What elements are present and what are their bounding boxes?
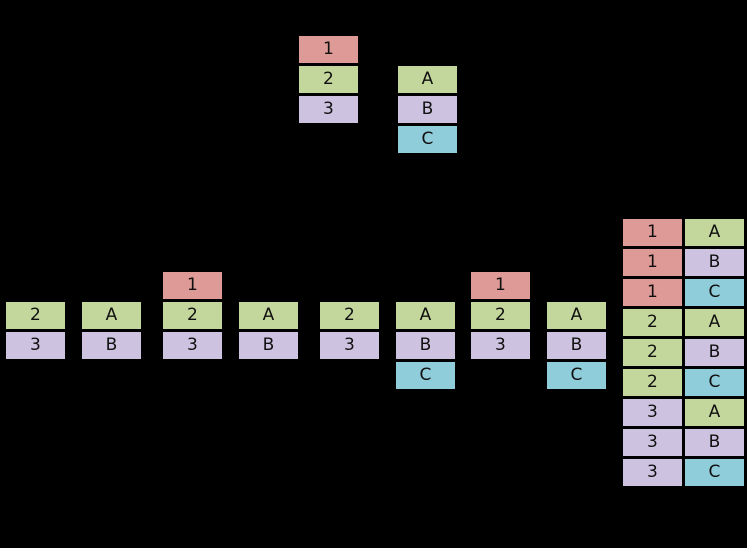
product-row-1-right-cell: A: [685, 219, 744, 246]
source-numbers-cell-3: 3: [299, 96, 358, 123]
variant-3-right-cell-B: B: [396, 332, 455, 359]
variant-1-right-cell-A: A: [82, 302, 141, 329]
variant-3-right-cell-A: A: [396, 302, 455, 329]
variant-2-right-cell-A: A: [239, 302, 298, 329]
product-row-5-left-cell: 2: [623, 339, 682, 366]
product-row-9-right-cell: C: [685, 459, 744, 486]
variant-1-left-cell-2: 2: [6, 302, 65, 329]
product-row-1-left-cell: 1: [623, 219, 682, 246]
variant-2-left-cell-3: 3: [163, 332, 222, 359]
variant-1-left-cell-3: 3: [6, 332, 65, 359]
variant-2-right-cell-B: B: [239, 332, 298, 359]
variant-2-left-cell-2: 2: [163, 302, 222, 329]
variant-4-left-cell-1: 1: [471, 272, 530, 299]
product-row-8-left-cell: 3: [623, 429, 682, 456]
product-row-6-left-cell: 2: [623, 369, 682, 396]
product-row-4-right-cell: A: [685, 309, 744, 336]
variant-3-right-cell-C: C: [396, 362, 455, 389]
variant-1-right-cell-B: B: [82, 332, 141, 359]
product-row-5-right-cell: B: [685, 339, 744, 366]
product-row-6-right-cell: C: [685, 369, 744, 396]
product-row-3-right-cell: C: [685, 279, 744, 306]
variant-4-left-cell-2: 2: [471, 302, 530, 329]
product-row-7-left-cell: 3: [623, 399, 682, 426]
source-numbers-cell-2: 2: [299, 66, 358, 93]
variant-4-right-cell-A: A: [547, 302, 606, 329]
variant-4-left-cell-3: 3: [471, 332, 530, 359]
variant-3-left-cell-3: 3: [320, 332, 379, 359]
product-row-2-left-cell: 1: [623, 249, 682, 276]
product-row-2-right-cell: B: [685, 249, 744, 276]
product-row-9-left-cell: 3: [623, 459, 682, 486]
product-row-3-left-cell: 1: [623, 279, 682, 306]
source-numbers-cell-1: 1: [299, 36, 358, 63]
variant-2-left-cell-1: 1: [163, 272, 222, 299]
product-row-8-right-cell: B: [685, 429, 744, 456]
product-row-7-right-cell: A: [685, 399, 744, 426]
variant-4-right-cell-C: C: [547, 362, 606, 389]
source-letters-cell-B: B: [398, 96, 457, 123]
source-letters-cell-A: A: [398, 66, 457, 93]
source-letters-cell-C: C: [398, 126, 457, 153]
variant-4-right-cell-B: B: [547, 332, 606, 359]
variant-3-left-cell-2: 2: [320, 302, 379, 329]
product-row-4-left-cell: 2: [623, 309, 682, 336]
